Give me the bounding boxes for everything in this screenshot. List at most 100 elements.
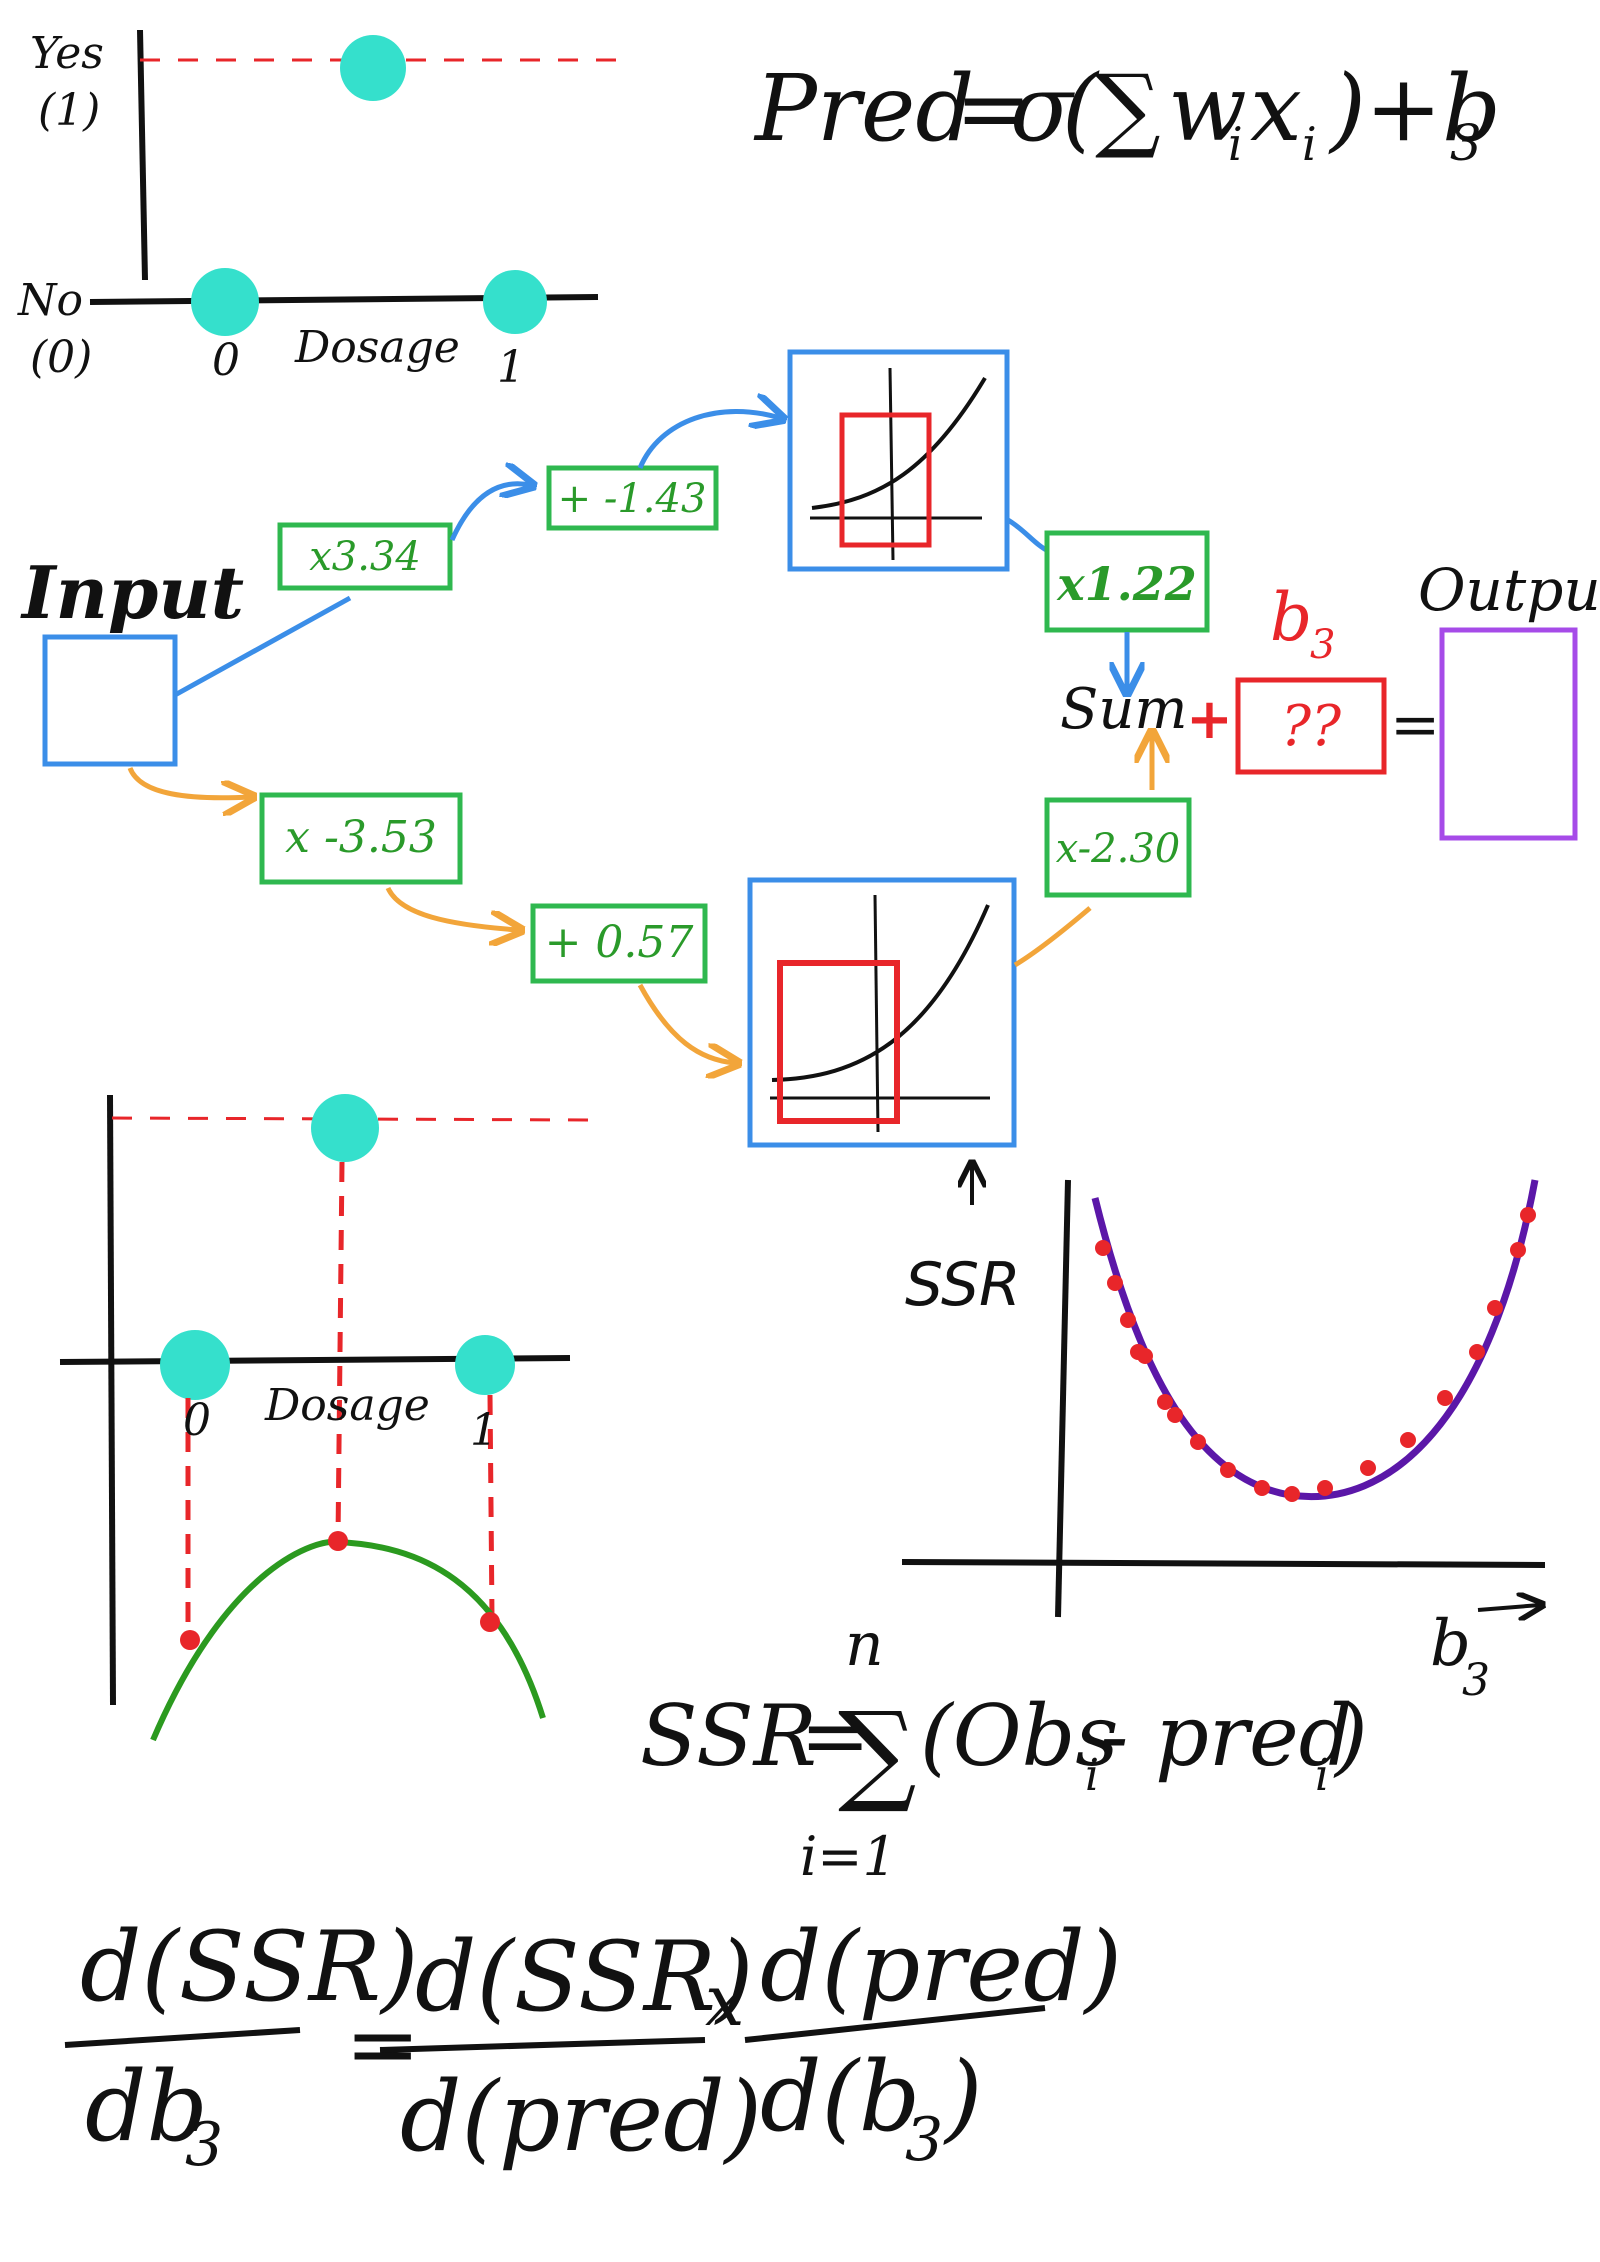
dosage-fit-plot: 0 Dosage 1 [59,1094,591,1742]
activation-node-bottom[interactable] [747,877,1017,1148]
ssr-samples [1095,1207,1536,1502]
weight-w1-box[interactable] [277,522,453,591]
edge-b1-activation1 [637,411,780,469]
ssr-formula: SSR = ∑ n i=1 (Obs i - pred i ) [640,1610,1368,1888]
tick-1: 1 [497,342,525,393]
chain-num3: d(pred) [760,1911,1122,2023]
chain-equals: = [345,1992,420,2097]
bias-b1: + -1.43 [558,476,707,522]
y-axis [137,29,148,281]
dosage-xlabel: Dosage [294,322,460,373]
ssr-vs-b3-plot: SSR b 3 [901,1165,1546,1706]
sum-label: Sum [1060,677,1188,742]
ssr-formula-equals: = [800,1687,870,1785]
edge-b2-activation2 [637,983,735,1063]
fit-data-point-no-1 [455,1335,515,1395]
equals-sign: = [1390,690,1440,760]
chain-den3: d(b [760,2041,920,2153]
formula-close-paren: ) [1328,55,1366,162]
formula-plus-b: +b [1365,55,1501,162]
b3-sub: 3 [1310,622,1335,668]
no-value: (0) [30,332,92,383]
formula-sum: ∑ [1095,55,1161,162]
weight-w2: x -3.53 [285,812,437,863]
ssr-x-axis [901,1559,1546,1568]
edge-input-w2 [127,766,250,798]
weight-w1: x3.34 [309,534,421,580]
chain-num1: d(SSR) [80,1911,418,2023]
prediction-formula: Pred = σ ( ∑ w i x i ) +b 3 [753,55,1501,172]
data-point-no-1 [483,270,547,334]
ssr-parabola [1091,1179,1539,1500]
chain-den3-sub: 3 [905,2105,943,2175]
weight-w3-box[interactable] [1044,530,1210,633]
plus-sign: + [1186,686,1233,752]
bias-b1-box[interactable] [546,465,719,531]
formula-sigma: σ [1010,55,1075,162]
weight-w4-box[interactable] [1044,797,1192,898]
data-point-yes [340,35,406,101]
b3-value: ?? [1281,694,1342,759]
b3-axis-sub: 3 [1462,1655,1490,1706]
chain-fraction-bar-3 [744,2005,1046,2043]
residual-lines [185,1161,495,1638]
weight-w4: x-2.30 [1056,826,1180,872]
ssr-formula-pred: - pred [1100,1687,1353,1785]
ssr-formula-obs: (Obs [920,1687,1119,1785]
fit-data-point-yes [311,1094,379,1162]
ssr-formula-obs-sub: i [1085,1750,1099,1801]
formula-w: w [1168,55,1247,162]
chain-den3-close: ) [943,2041,982,2153]
data-point-no-0 [191,268,259,336]
yes-label: Yes [30,28,104,79]
input-node[interactable] [42,634,178,767]
ssr-formula-lhs: SSR [640,1687,817,1785]
edge-w1-b1 [449,484,530,542]
edge-activation1-w3 [1006,517,1052,555]
formula-w-sub: i [1228,117,1243,171]
chain-den2: d(pred) [400,2061,762,2173]
weight-w2-box[interactable] [259,792,463,885]
softplus-curve-icon [810,367,987,561]
weight-w3: x1.22 [1056,557,1196,611]
ssr-axis-label: SSR [905,1250,1021,1320]
edge-activation2-w4 [1013,906,1092,968]
b3-axis-label: b [1430,1607,1471,1681]
edge-input-w1 [173,595,352,698]
output-node[interactable] [1439,627,1578,841]
formula-x: x [1250,55,1302,162]
output-label: Output [1418,556,1600,624]
edge-w2-b2 [385,886,518,930]
ssr-formula-upper: n [845,1610,884,1680]
fit-tick-1: 1 [470,1405,498,1456]
formula-equals: = [955,55,1032,162]
ssr-formula-lower: i=1 [800,1825,897,1888]
chain-fraction-bar-1 [64,2027,301,2048]
input-label: Input [20,550,244,635]
ssr-formula-pred-sub: i [1315,1750,1329,1801]
bias-b2-box[interactable] [530,903,708,984]
fit-curve [150,1538,546,1742]
chain-num2: d(SSR) [415,1921,753,2033]
formula-open-paren: ( [1062,55,1100,162]
tick-0: 0 [212,335,240,386]
activation-node-top[interactable] [787,349,1010,572]
formula-x-sub: i [1302,117,1317,171]
fit-tick-0: 0 [183,1395,211,1446]
ssr-formula-close: ) [1333,1687,1368,1785]
fit-dosage-xlabel: Dosage [264,1380,430,1431]
b3-label: b [1270,579,1312,656]
bias-b2: + 0.57 [545,917,694,968]
b3-unknown-box[interactable] [1235,677,1387,775]
dosage-data-plot: Yes (1) No (0) 0 Dosage 1 [17,28,620,393]
formula-b-sub: 3 [1450,114,1482,172]
b3-axis-arrow [1477,1605,1540,1610]
formula-pred-lhs: Pred [753,55,974,162]
fit-data-point-no-0 [160,1330,230,1400]
ssr-y-axis [1055,1179,1071,1618]
chain-den1: db [85,2051,208,2163]
fit-y-axis [107,1094,116,1706]
chain-rule-equation: d(SSR) db 3 = d(SSR) d(pred) x d(pred) d… [64,1911,1122,2180]
chain-fraction-bar-2 [379,2037,706,2053]
